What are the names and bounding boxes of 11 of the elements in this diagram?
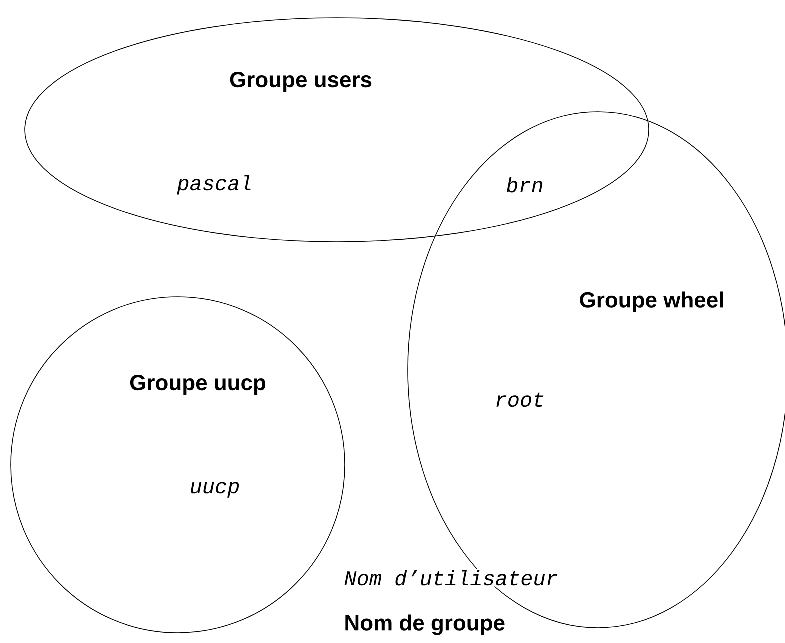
group-heading: Groupe users <box>230 72 372 92</box>
group-heading: Groupe uucp <box>130 375 266 395</box>
user-name: brn <box>505 176 545 194</box>
group-ellipse <box>24 18 650 242</box>
legend-text: Nom d’utilisateur <box>343 569 560 587</box>
user-name: root <box>496 392 544 408</box>
user-name: pascal <box>177 175 251 195</box>
group-ellipse <box>10 296 346 634</box>
legend-text: Nom de groupe <box>343 614 507 636</box>
user-name: uucp <box>191 482 240 498</box>
group-heading: Groupe wheel <box>580 292 724 312</box>
